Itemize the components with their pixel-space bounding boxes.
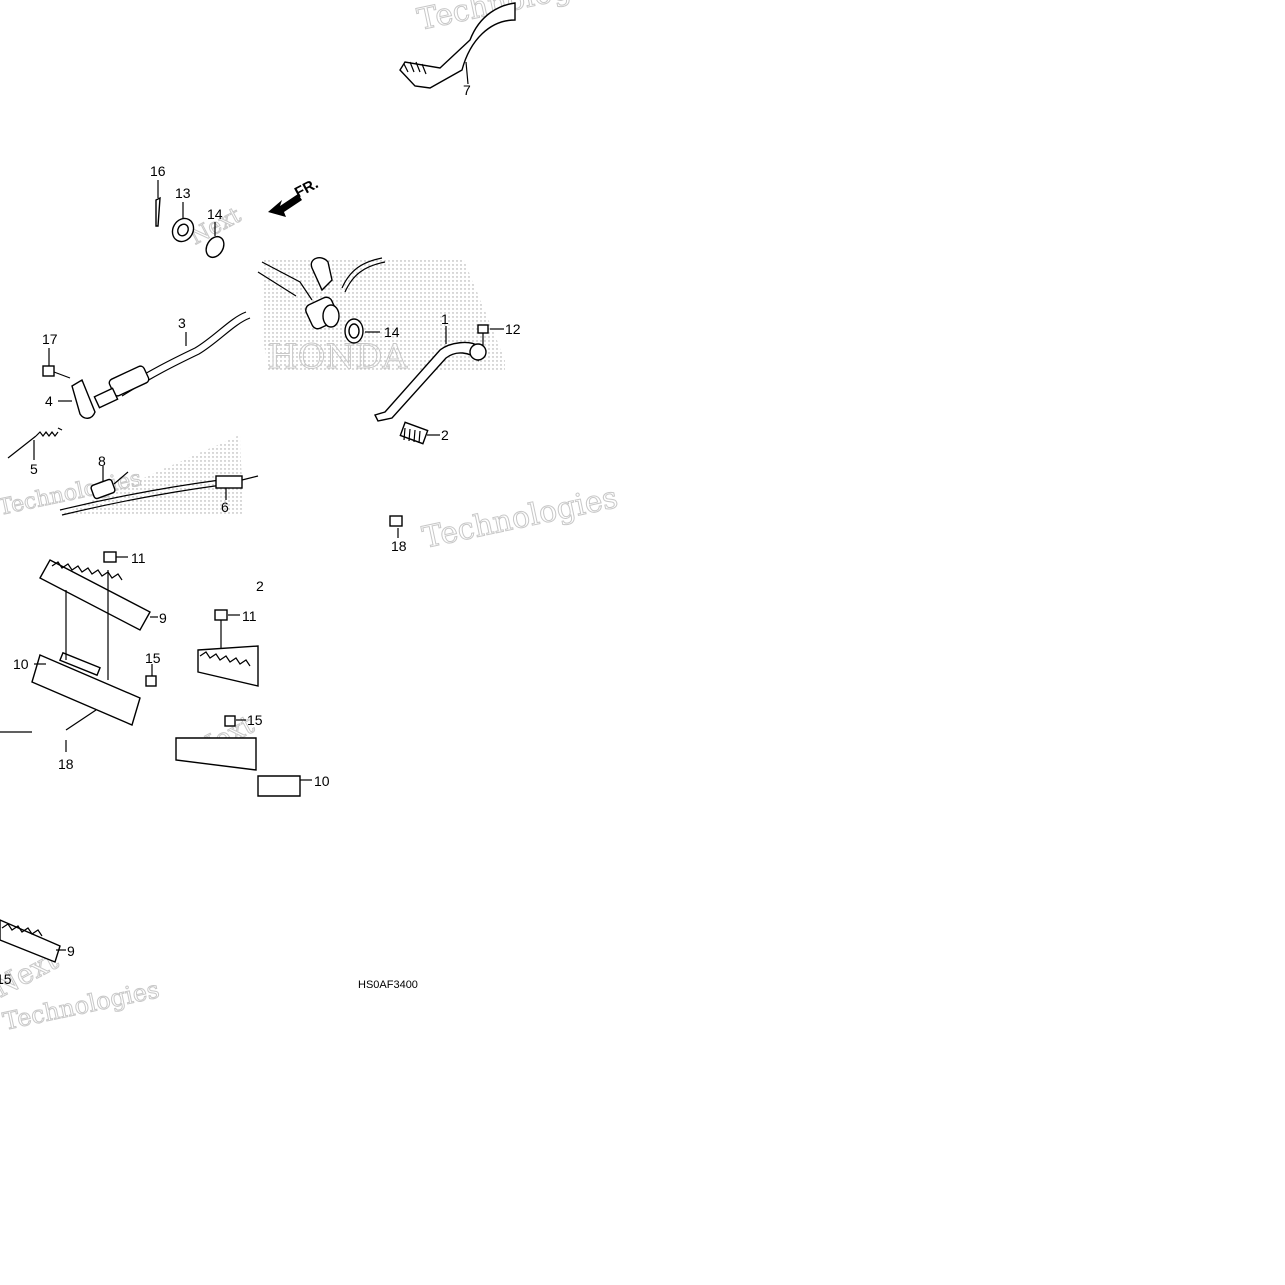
part-5-return-spring [7,427,63,460]
callout-2-right: 2 [256,578,264,594]
callout-16: 16 [150,163,166,179]
callout-10-right: 10 [314,773,330,789]
watermark-technologies-2: Technologies [419,480,620,556]
callout-18-left: 18 [58,756,74,772]
callout-9-left: 9 [159,610,167,626]
footpeg-assembly-right [175,645,312,797]
front-direction-indicator: FR. [268,175,321,217]
callout-6: 6 [221,499,229,515]
callout-15-left: 15 [145,650,161,666]
callout-8: 8 [98,453,106,469]
front-arrow-icon [268,194,302,217]
callout-14-lower: 14 [384,324,400,340]
part-1-brake-arm [374,326,487,422]
watermark-honda: HONDA [268,337,408,377]
part-8-switch-spring [90,466,129,500]
callout-11-left: 11 [131,550,146,566]
callout-7: 7 [463,82,471,98]
callout-17: 17 [42,331,58,347]
part-7-brake-pedal [399,2,516,89]
callout-5: 5 [30,461,38,477]
footpeg-assembly-left [31,559,158,731]
callout-1: 1 [441,311,449,327]
callout-15-right: 15 [247,712,263,728]
callout-3: 3 [178,315,186,331]
part-3-brake-cable [93,311,251,409]
part-18-bolt-left [0,731,67,752]
callout-10-left: 10 [13,656,29,672]
callout-9-bottom: 9 [67,943,75,959]
part-11-bolts [103,551,240,650]
part-12-bolt [477,324,504,346]
part-2-pedal-rubber [399,421,440,445]
part-14-seal-upper [205,222,225,259]
callout-14-upper: 14 [207,206,223,222]
part-18-bolt-right [389,515,403,538]
part-15-nuts [145,664,246,727]
part-17-bolt [42,348,71,379]
brake-pivot-assembly [257,257,386,330]
callout-13: 13 [175,185,191,201]
callout-4: 4 [45,393,53,409]
part-16-cotter-pin [155,180,161,227]
diagram-code: HS0AF3400 [358,979,418,991]
callout-11-right: 11 [242,608,257,624]
part-4-joint-plate [58,378,96,419]
callouts: 7 16 13 14 14 3 17 4 5 8 6 1 12 2 18 11 … [0,82,521,987]
watermark: Technologies Technologies Technologies T… [0,0,621,1036]
part-9-footpeg-bottom [0,919,66,963]
callout-2: 2 [441,427,449,443]
stipple-region-mid [60,435,243,515]
part-6-stop-switch-cable [59,475,259,516]
part-14-seal-lower [344,318,380,344]
callout-18-right: 18 [391,538,407,554]
callout-15-bottom: 15 [0,971,12,987]
part-13-washer [171,202,195,243]
callout-12: 12 [505,321,521,337]
